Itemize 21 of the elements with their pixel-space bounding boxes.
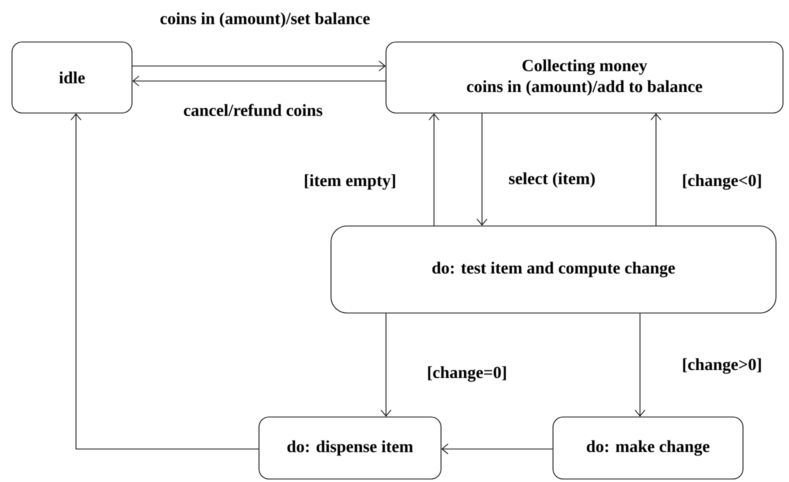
edge-label: cancel/refund coins: [184, 104, 322, 116]
state-box: do: test item and compute change: [330, 226, 776, 314]
arrow: [132, 60, 386, 72]
arrow: [428, 113, 440, 226]
state-box: do: make change: [552, 416, 744, 480]
edge-label: [change>0]: [683, 358, 761, 374]
arrow: [634, 313, 646, 417]
edge-label: [change<0]: [683, 174, 761, 190]
edge-label: [item empty]: [304, 174, 396, 190]
arrow: [476, 113, 488, 226]
state-box: idle: [12, 42, 132, 114]
arrow: [70, 113, 259, 450]
edge-label: select (item): [509, 172, 595, 188]
arrow: [132, 76, 386, 86]
edge-label: coins in (amount)/set balance: [160, 12, 370, 28]
edge-label: [change=0]: [428, 366, 506, 382]
state-box: Collecting money coins in (amount)/add to balance: [386, 42, 784, 114]
state-box: do: dispense item: [258, 416, 442, 480]
arrow: [441, 444, 553, 454]
arrow: [650, 113, 662, 226]
arrow: [380, 313, 392, 417]
